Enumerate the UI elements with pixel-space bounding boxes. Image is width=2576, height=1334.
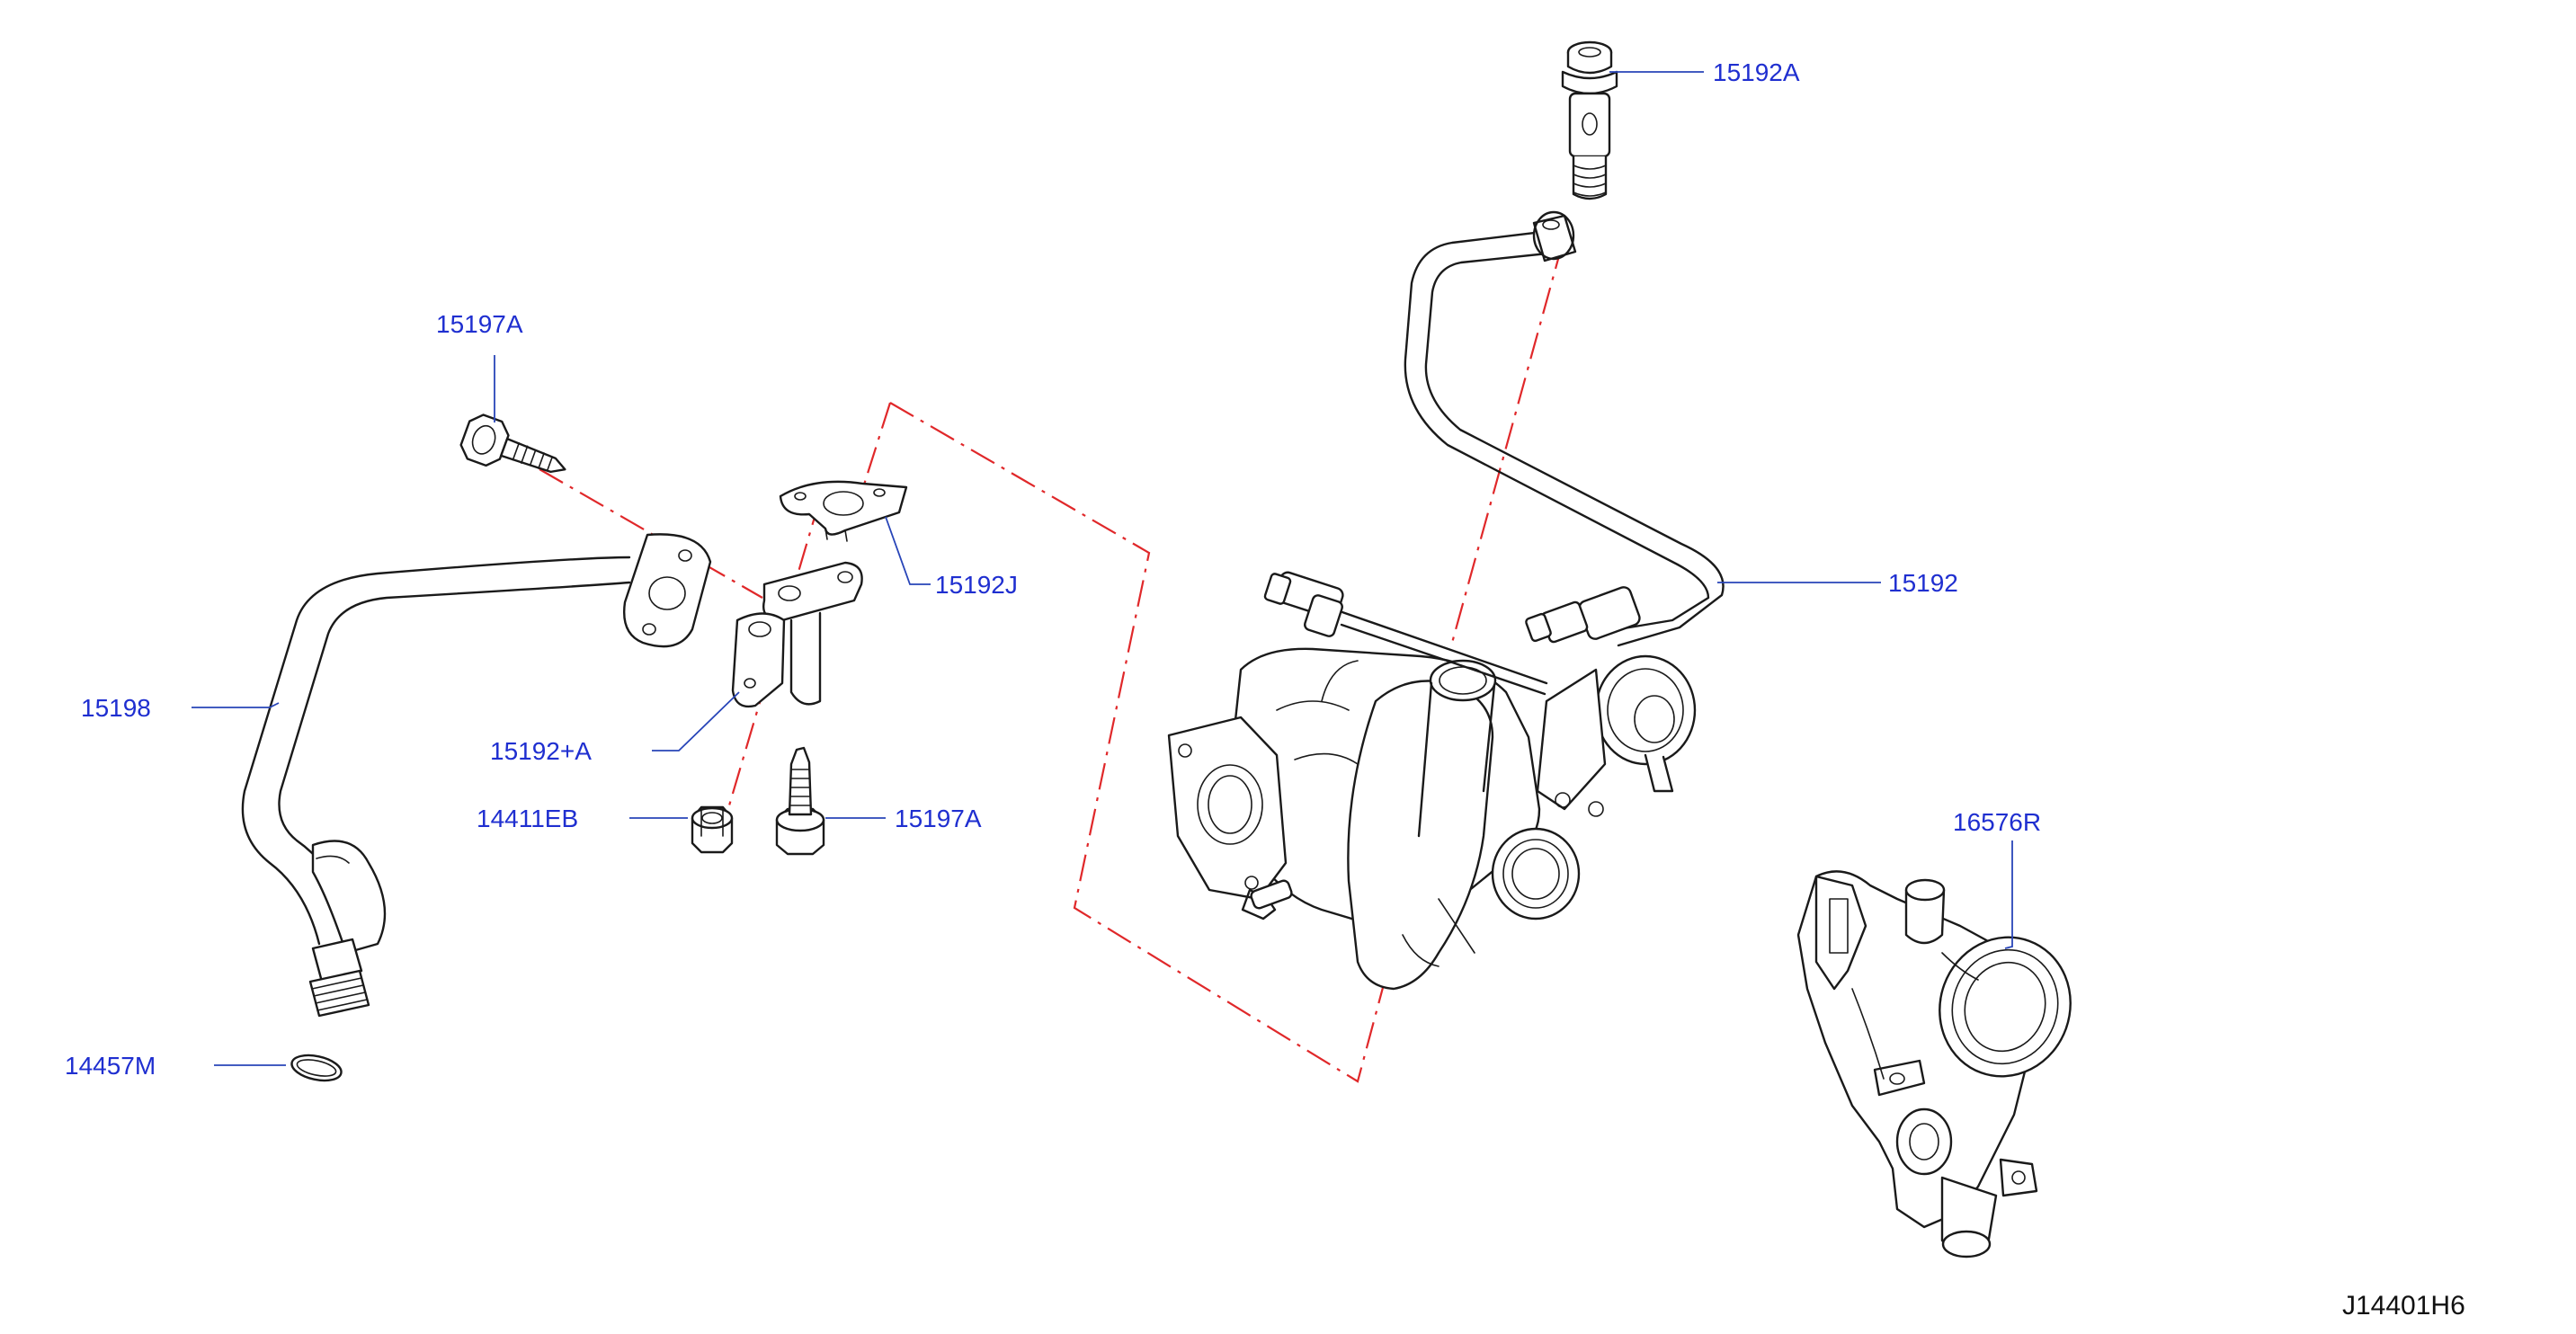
flange-bolt-icon[interactable] — [775, 746, 825, 856]
banjo-bolt-icon[interactable] — [1561, 40, 1618, 200]
callout-15192-plus-a: 15192+A — [490, 737, 592, 765]
callout-15192j: 15192J — [935, 571, 1018, 599]
nut-icon[interactable] — [691, 805, 734, 854]
phantom-lines — [539, 242, 1564, 1083]
flange-bolt-icon[interactable] — [458, 411, 574, 491]
callout-14411eb: 14411EB — [477, 805, 578, 832]
turbo-outline-phantom — [889, 402, 1389, 1083]
callout-15198: 15198 — [81, 694, 151, 722]
callout-15192: 15192 — [1888, 569, 1958, 597]
callout-labels: 15192A 15197A 15192J 15192 15198 15192+A… — [65, 58, 2041, 1080]
turbocharger-icon[interactable] — [1167, 571, 1697, 991]
callout-14457m: 14457M — [65, 1052, 156, 1080]
o-ring-icon[interactable] — [290, 1051, 343, 1084]
diagram-reference-code: J14401H6 — [2342, 1291, 2465, 1321]
callout-15197a-top: 15197A — [436, 310, 523, 338]
callout-15192a-top: 15192A — [1713, 58, 1800, 86]
oil-return-tube-icon[interactable] — [241, 533, 712, 1018]
gasket-icon[interactable] — [779, 480, 908, 542]
oil-feed-tube-icon[interactable] — [1404, 210, 1725, 647]
adapter-union-icon[interactable] — [731, 561, 863, 708]
outlet-housing-icon[interactable] — [1796, 870, 2090, 1258]
leader-lines — [192, 71, 2013, 1066]
callout-16576r: 16576R — [1953, 808, 2041, 836]
callout-15197a-bottom: 15197A — [895, 805, 982, 832]
